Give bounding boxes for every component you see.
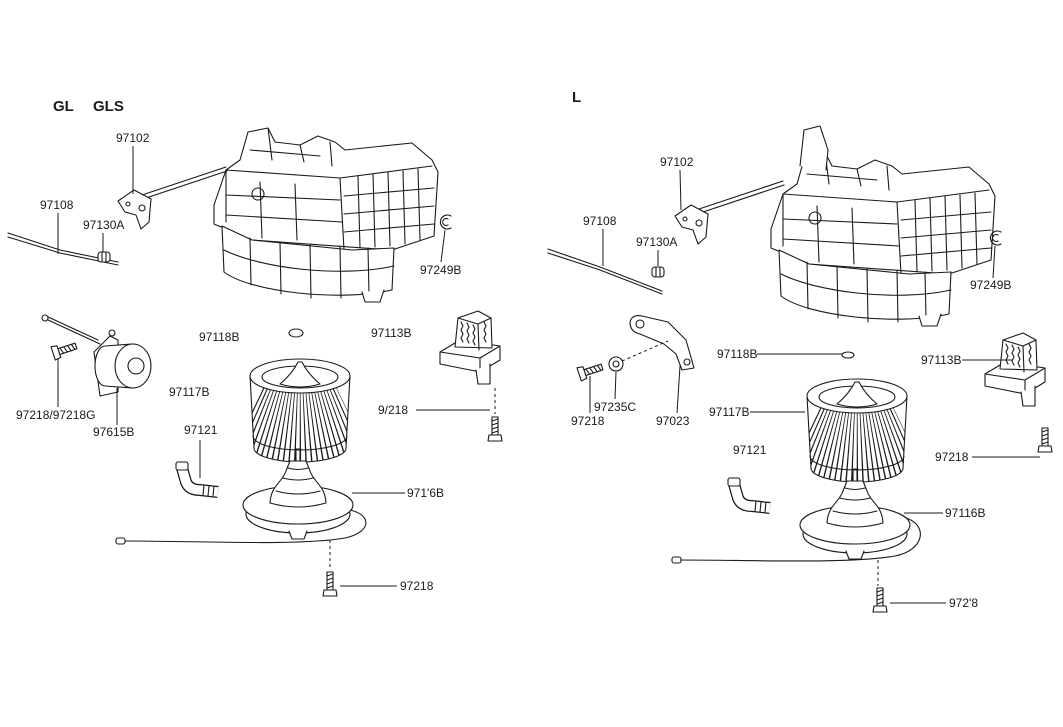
callout-resistor: 97113B [371,326,411,340]
control-rod [135,166,228,202]
motor-screw [872,587,888,613]
callout-actuator: 97615B [93,425,134,439]
callout-cable: 97108 [40,198,74,212]
variant-label-gls: GLS [93,98,124,115]
callout-bracket-washer: 97235C [594,400,636,414]
blower-housing [770,151,996,327]
blower-fan [250,359,350,462]
callout-actuator-screw: 97218/97218G [16,408,95,422]
control-rod [692,180,785,216]
callout-lever: 97102 [116,131,150,145]
resistor-screw [1037,427,1053,453]
cooling-hose [728,478,770,512]
control-lever [674,204,709,245]
washer [841,351,855,359]
motor-wire [679,517,921,562]
callout-fan: 97117B [169,385,209,399]
wire-connector [671,556,682,564]
cable-clip [651,266,665,278]
callout-washer: 97118B [717,347,757,361]
motor-screw [322,571,338,597]
blower-fan [807,379,907,482]
callout-retainer: 97249B [970,278,1011,292]
blower-resistor [984,332,1046,407]
wire-connector [115,537,126,545]
retainer-clip [439,214,452,230]
housing-tower [799,125,829,171]
blower-housing [213,127,439,303]
left-variant: GL GLS [7,98,503,597]
callout-cable-clip: 97130A [83,218,124,232]
bracket-washer [608,356,624,372]
callout-lever: 97102 [660,155,694,169]
callout-hose: 97121 [184,423,218,437]
callout-resistor-screw: 9/218 [378,403,408,417]
actuator-screw [50,338,79,361]
callout-bracket-screw: 97218 [571,414,605,428]
callout-motor: 97116B [945,506,985,520]
leader-lines [589,169,1040,604]
callout-motor-screw: 972'8 [949,596,978,610]
bracket-screw [576,359,605,382]
callout-cable-clip: 97130A [636,235,677,249]
leader-lines [57,146,496,587]
blower-motor [799,468,911,560]
callout-motor-screw: 97218 [400,579,434,593]
resistor-screw [487,416,503,442]
callout-motor: 971'6B [407,486,444,500]
control-cable [547,248,663,295]
actuator [41,314,152,397]
callout-resistor-screw: 97218 [935,450,969,464]
callout-bracket: 97023 [656,414,690,428]
callout-retainer: 97249B [420,263,461,277]
variant-label-gl: GL [53,98,74,115]
blower-resistor [439,310,501,385]
motor-wire [124,509,367,544]
blower-motor [242,448,354,540]
washer [288,328,304,338]
callout-washer: 97118B [199,330,239,344]
callout-resistor: 97113B [921,353,961,367]
callout-hose: 97121 [733,443,767,457]
cable-clip [97,251,111,263]
variant-label-l: L [572,89,581,106]
mounting-bracket [629,315,695,371]
callout-fan: 97117B [709,405,749,419]
right-variant: L [547,89,1053,613]
callout-cable: 97108 [583,214,617,228]
cooling-hose [176,462,218,496]
